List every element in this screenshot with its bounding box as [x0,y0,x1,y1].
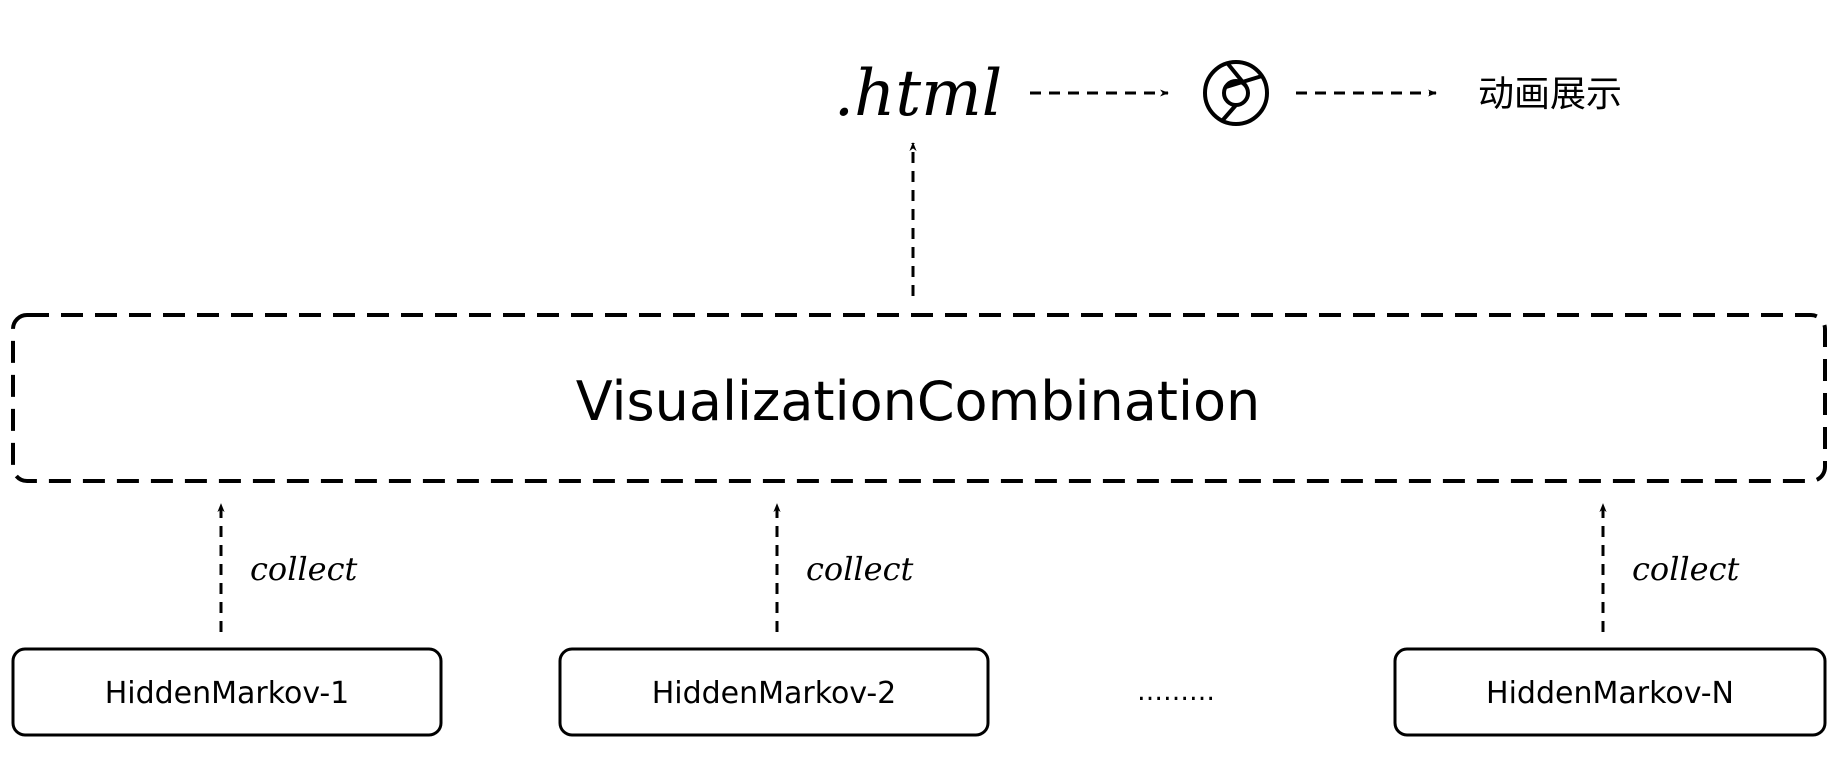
chrome-icon [1203,60,1269,126]
hidden-markov-2-box [558,647,990,737]
hidden-markov-1-box [11,647,443,737]
hidden-markov-n-label: HiddenMarkov-N [1486,676,1734,711]
collect-label-n: collect [1632,550,1740,588]
hidden-markov-2-label: HiddenMarkov-2 [652,676,897,711]
animation-display-label: 动画展示 [1478,74,1622,115]
html-file-label: .html [834,57,1002,131]
collect-label-1: collect [250,550,358,588]
visualization-combination-box [11,313,1827,483]
collect-label-2: collect [806,550,914,588]
hidden-markov-n-box [1393,647,1827,737]
ellipsis-more-models: ……… [1137,677,1215,707]
hidden-markov-1-label: HiddenMarkov-1 [105,676,350,711]
visualization-combination-label: VisualizationCombination [576,370,1260,433]
